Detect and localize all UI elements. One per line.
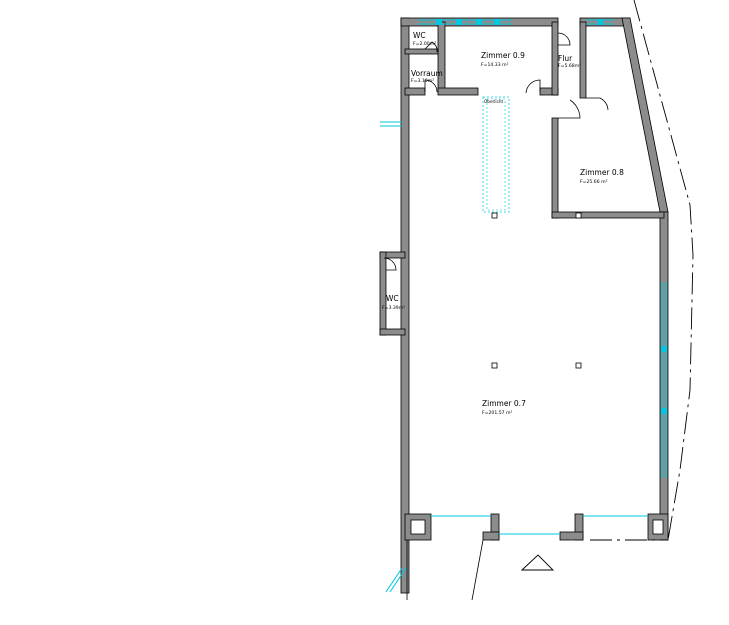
svg-text:F=2.00m²: F=2.00m² [413, 41, 436, 47]
columns [491, 212, 582, 369]
svg-text:F=3.10m²: F=3.10m² [411, 78, 434, 84]
svg-text:F=5.68m²: F=5.68m² [558, 63, 581, 69]
room-label-zimmer-07: Zimmer 0.7 F=201.57 m² [482, 399, 526, 416]
entrance-arrow-icon [520, 554, 555, 571]
svg-text:WC: WC [386, 294, 399, 303]
svg-text:F=201.57 m²: F=201.57 m² [482, 410, 513, 416]
room-label-flur: Flur F=5.68m² [558, 54, 581, 69]
svg-text:Vorraum: Vorraum [411, 69, 443, 78]
room-label-zimmer-09: Zimmer 0.9 F=14.33 m² [481, 51, 525, 68]
svg-text:Flur: Flur [558, 54, 573, 63]
room-label-vorraum: Vorraum F=3.10m² [411, 69, 443, 84]
doors [383, 32, 609, 271]
property-boundary [633, 0, 694, 541]
svg-text:F=14.33 m²: F=14.33 m² [481, 62, 509, 68]
skylight-label: Oberlicht [484, 99, 504, 104]
svg-text:Zimmer 0.8: Zimmer 0.8 [580, 168, 624, 177]
svg-text:WC: WC [413, 31, 426, 40]
svg-text:Zimmer 0.9: Zimmer 0.9 [481, 51, 525, 60]
svg-text:Zimmer 0.7: Zimmer 0.7 [482, 399, 526, 408]
svg-text:F=25.66 m²: F=25.66 m² [580, 179, 608, 185]
room-label-wc-top: WC F=2.00m² [413, 31, 436, 47]
room-label-wc-left: WC F=3.39m² [382, 294, 405, 311]
interior-walls [379, 21, 665, 336]
skylight [482, 96, 510, 213]
entrance-area [406, 539, 668, 601]
svg-text:F=3.39m²: F=3.39m² [382, 305, 405, 311]
windows [380, 19, 667, 593]
outer-walls [400, 17, 669, 594]
room-label-zimmer-08: Zimmer 0.8 F=25.66 m² [580, 168, 624, 185]
